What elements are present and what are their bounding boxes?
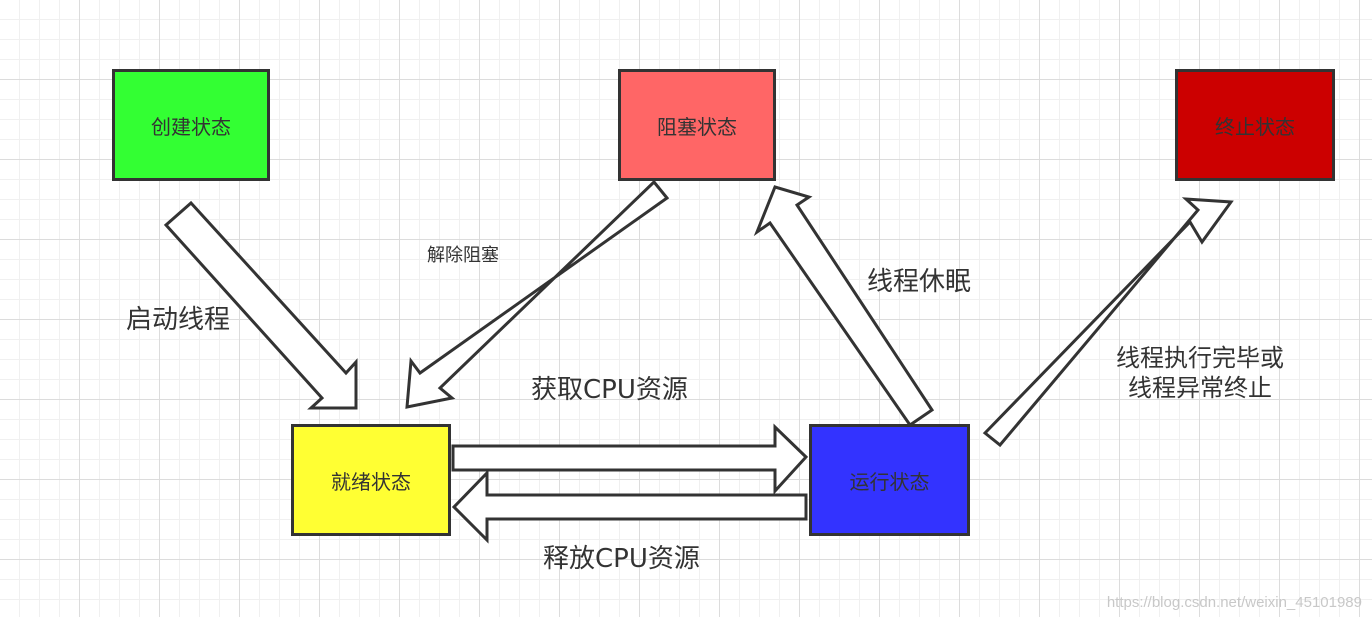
state-created: 创建状态 [112,69,270,181]
state-ready: 就绪状态 [291,424,451,536]
label-unblock: 解除阻塞 [427,245,499,266]
state-created-label: 创建状态 [151,114,231,139]
label-finish: 线程执行完毕或 线程异常终止 [1100,343,1300,403]
arrow-finish [982,197,1234,448]
arrow-unblock [405,179,670,409]
arrow-get-cpu [451,423,809,495]
arrow-start-thread [163,200,358,410]
state-running-label: 运行状态 [849,469,930,494]
label-sleep: 线程休眠 [867,267,972,297]
state-ready-label: 就绪状态 [331,469,411,494]
state-running: 运行状态 [809,424,970,536]
state-terminated: 终止状态 [1175,69,1335,181]
label-finish-line1: 线程执行完毕或 [1116,344,1284,372]
label-finish-line2: 线程异常终止 [1128,374,1272,402]
state-terminated-label: 终止状态 [1215,114,1295,139]
arrow-sleep [753,185,935,428]
watermark: https://blog.csdn.net/weixin_45101989 [1106,594,1362,611]
arrow-release-cpu [451,469,808,544]
label-release-cpu: 释放CPU资源 [543,544,700,574]
state-blocked: 阻塞状态 [618,69,776,181]
label-start-thread: 启动线程 [126,305,231,335]
label-get-cpu: 获取CPU资源 [531,375,688,405]
state-blocked-label: 阻塞状态 [657,114,737,139]
